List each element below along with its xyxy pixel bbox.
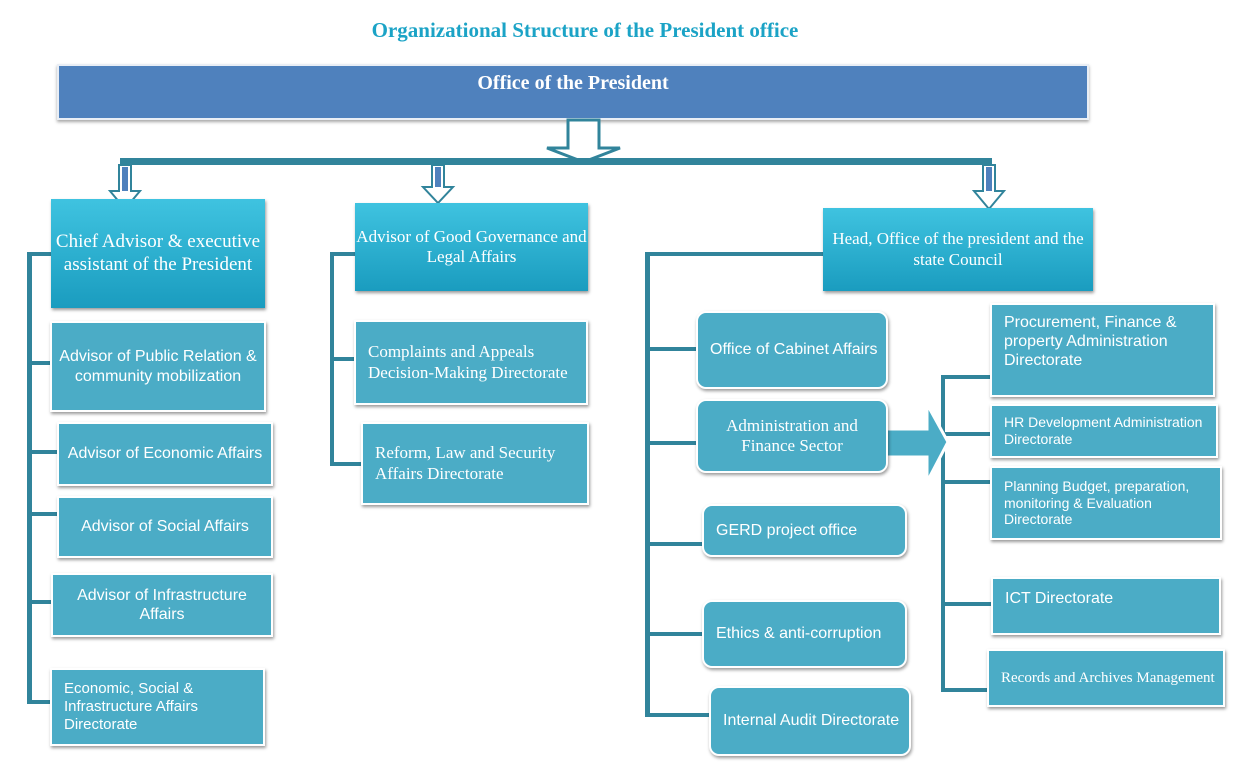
- good-item-label: Complaints and Appeals Decision-Making D…: [368, 342, 568, 382]
- head-office-label: Head, Office of the president and the st…: [832, 229, 1084, 269]
- head-branch-3: [645, 542, 703, 546]
- chief-branch-1: [27, 361, 53, 365]
- chief-item-label: Advisor of Social Affairs: [81, 518, 249, 536]
- office-of-the-president: Office of the President: [57, 64, 1089, 120]
- head-item-label: Office of Cabinet Affairs: [710, 341, 878, 359]
- good-item-label: Reform, Law and Security Affairs Directo…: [375, 443, 556, 483]
- chief-advisor-label: Chief Advisor & executive assistant of t…: [55, 230, 261, 275]
- chief-advisor-box: Chief Advisor & executive assistant of t…: [51, 199, 265, 308]
- chief-branch-3: [27, 512, 60, 516]
- chief-top-connector: [27, 252, 53, 256]
- admin-item-planning: Planning Budget, preparation, monitoring…: [990, 466, 1222, 540]
- head-branch-5: [645, 713, 710, 717]
- chief-item-infrastructure: Advisor of Infrastructure Affairs: [51, 573, 273, 637]
- good-branch-1: [330, 357, 356, 361]
- chief-item-directorate: Economic, Social & Infrastructure Affair…: [50, 668, 265, 746]
- admin-item-label: Records and Archives Management: [1001, 670, 1215, 686]
- admin-item-label: Procurement, Finance & property Administ…: [1004, 314, 1177, 370]
- head-item-ethics: Ethics & anti-corruption: [702, 600, 907, 668]
- head-item-label: Ethics & anti-corruption: [716, 625, 882, 643]
- good-governance-box: Advisor of Good Governance and Legal Aff…: [355, 203, 588, 291]
- good-branch-2: [330, 462, 363, 466]
- chief-branch-2: [27, 450, 60, 454]
- admin-item-ict: ICT Directorate: [991, 577, 1221, 635]
- admin-branch-2: [941, 432, 991, 436]
- chief-item-social: Advisor of Social Affairs: [57, 496, 273, 558]
- admin-branch-4: [941, 602, 991, 606]
- main-horizontal-connector: [120, 158, 992, 165]
- chief-item-label: Advisor of Infrastructure Affairs: [77, 586, 247, 623]
- head-item-label: Administration and Finance Sector: [726, 415, 858, 455]
- head-item-gerd: GERD project office: [702, 504, 907, 557]
- good-top-connector: [330, 252, 356, 256]
- chief-vertical-line: [27, 252, 32, 704]
- chief-branch-4: [27, 600, 53, 604]
- chief-item-economic: Advisor of Economic Affairs: [57, 422, 273, 486]
- admin-item-hr: HR Development Administration Directorat…: [990, 404, 1218, 458]
- head-item-internal-audit: Internal Audit Directorate: [709, 686, 911, 756]
- good-item-complaints: Complaints and Appeals Decision-Making D…: [354, 320, 588, 405]
- good-item-reform: Reform, Law and Security Affairs Directo…: [361, 422, 589, 505]
- chief-branch-5: [27, 700, 53, 704]
- head-down-arrow: [971, 164, 1007, 211]
- head-branch-2: [645, 441, 697, 445]
- admin-vertical-line: [941, 375, 945, 692]
- page-title: Organizational Structure of the Presiden…: [371, 18, 799, 42]
- head-office-box: Head, Office of the president and the st…: [823, 208, 1093, 291]
- chief-item-label: Advisor of Public Relation & community m…: [59, 348, 257, 385]
- good-down-arrow: [420, 164, 456, 205]
- chief-item-public-relation: Advisor of Public Relation & community m…: [50, 321, 266, 412]
- good-governance-label: Advisor of Good Governance and Legal Aff…: [356, 226, 587, 266]
- admin-branch-5: [941, 688, 988, 692]
- admin-item-records: Records and Archives Management: [987, 649, 1225, 707]
- head-item-cabinet: Office of Cabinet Affairs: [696, 311, 888, 389]
- head-branch-4: [645, 632, 703, 636]
- main-down-arrow: [546, 118, 621, 164]
- head-item-label: GERD project office: [716, 521, 858, 539]
- admin-item-label: HR Development Administration Directorat…: [1004, 414, 1203, 447]
- head-top-connector: [645, 252, 825, 256]
- chief-item-label: Advisor of Economic Affairs: [67, 445, 263, 463]
- head-branch-1: [645, 347, 697, 351]
- head-vertical-line: [645, 252, 650, 717]
- office-of-the-president-label: Office of the President: [477, 72, 669, 94]
- admin-item-label: ICT Directorate: [1005, 590, 1114, 607]
- admin-item-label: Planning Budget, preparation, monitoring…: [1004, 477, 1190, 528]
- chief-item-label: Economic, Social & Infrastructure Affair…: [64, 680, 198, 733]
- admin-branch-3: [941, 480, 991, 484]
- head-item-label: Internal Audit Directorate: [723, 712, 900, 730]
- admin-item-procurement: Procurement, Finance & property Administ…: [990, 303, 1215, 397]
- head-item-admin-finance: Administration and Finance Sector: [696, 399, 888, 473]
- admin-right-arrow: [882, 403, 950, 483]
- admin-branch-1: [941, 375, 991, 379]
